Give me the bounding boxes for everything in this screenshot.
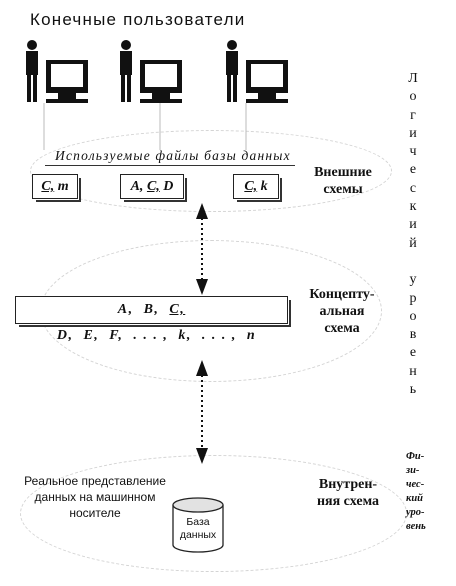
user-3-icon <box>226 40 288 150</box>
schema-1-rest: m <box>54 179 69 194</box>
mapping-arrows <box>196 203 208 464</box>
user-2-icon <box>120 40 182 150</box>
concept-items-after: D, E, F, . . . , k, . . . , n <box>46 328 257 343</box>
conceptual-schema-items: A, B, C, D, E, F, . . . , k, . . . , n <box>16 297 287 349</box>
logical-level-char: Л <box>408 71 418 86</box>
database-icon <box>172 497 224 553</box>
external-schemas-label: Внешние схемы <box>293 164 393 198</box>
schema-2-underlined: C, <box>146 179 160 194</box>
logical-level-char: й <box>409 235 417 251</box>
conceptual-schema-label-text: Концепту- альная схема <box>309 287 375 336</box>
schema-3-rest: k <box>257 179 268 194</box>
external-level-ellipse <box>30 130 392 212</box>
logical-level-char: с <box>409 180 417 196</box>
logical-level-char: о <box>409 308 417 324</box>
external-conceptual-arrow-icon <box>196 203 208 295</box>
logical-level-char: в <box>409 327 417 343</box>
used-files-label: Используемые файлы базы данных <box>55 148 291 163</box>
concept-items-underlined: C, <box>169 302 186 317</box>
schema-3-underlined: C, <box>244 179 258 194</box>
schema-2-rest: D <box>159 179 174 194</box>
external-schemas-label-text: Внешние схемы <box>314 165 372 197</box>
logical-level-char: г <box>410 107 416 123</box>
physical-level-text: Фи- зи- чес- кий уро- вень <box>406 451 426 532</box>
physical-level-label: Фи- зи- чес- кий уро- вень <box>406 450 456 534</box>
logical-level-label: Л о г и ч е с к и й у р о в е н ь <box>405 70 421 399</box>
logical-level-char: ь <box>409 382 417 398</box>
logical-level-char: е <box>409 162 417 178</box>
logical-level-char: у <box>409 272 417 288</box>
logical-level-char: к <box>409 199 417 215</box>
external-schema-2: A, C, D <box>120 174 187 202</box>
logical-level-gap <box>405 253 421 271</box>
logical-level-char: и <box>409 125 417 141</box>
logical-level-char: о <box>409 89 417 105</box>
schema-2-prefix: A, <box>130 179 147 194</box>
internal-schema-label-text: Внутрен- няя схема <box>316 477 380 509</box>
external-schema-1: C, m <box>32 174 81 202</box>
real-representation-text: Реальное представление данных на машинно… <box>24 474 166 520</box>
logical-level-char: и <box>409 217 417 233</box>
concept-items-before: A, B, <box>117 302 170 317</box>
database-label: База данных <box>179 516 217 541</box>
conceptual-internal-arrow-icon <box>196 360 208 464</box>
internal-level-ellipse <box>20 455 407 572</box>
logical-level-char: н <box>409 363 417 379</box>
files-underline <box>45 165 295 166</box>
end-users-title: Конечные пользователи <box>30 10 246 29</box>
users-illustration <box>26 40 288 150</box>
logical-level-char: е <box>409 345 417 361</box>
user-1-icon <box>26 40 88 150</box>
conceptual-schema-label: Концепту- альная схема <box>292 286 392 337</box>
schema-1-underlined: C, <box>41 179 55 194</box>
external-schema-3: C, k <box>233 174 282 202</box>
logical-level-char: ч <box>409 144 417 160</box>
conceptual-schema-box: A, B, C, D, E, F, . . . , k, . . . , n <box>15 296 291 343</box>
logical-level-char: р <box>409 290 417 306</box>
internal-schema-label: Внутрен- няя схема <box>298 476 398 510</box>
